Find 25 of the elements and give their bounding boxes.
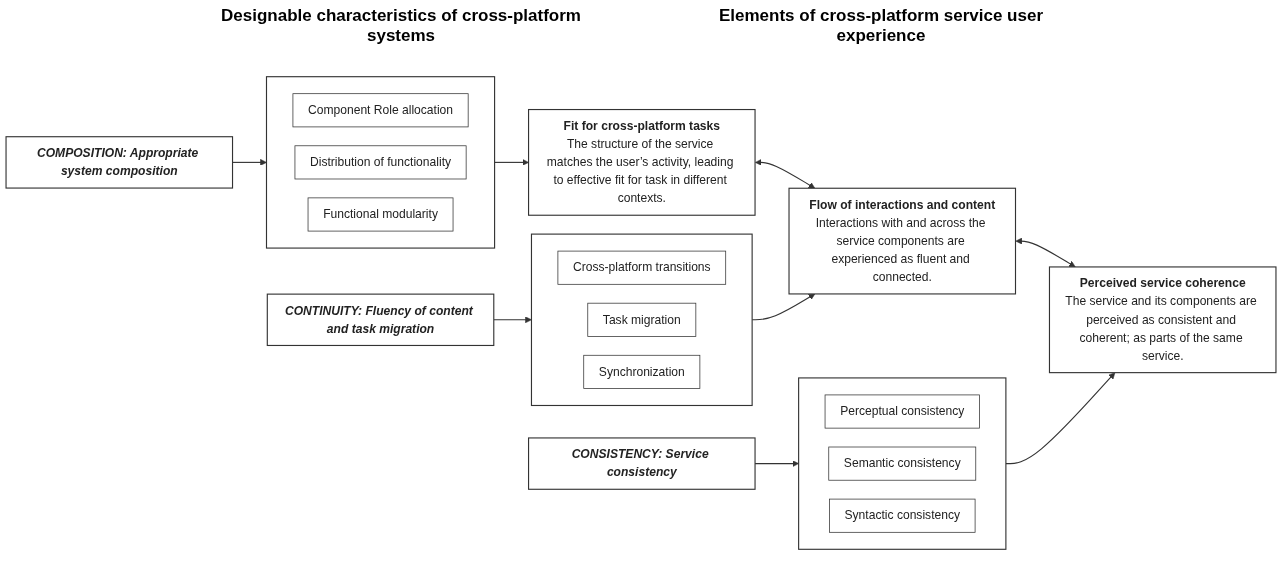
node-box: Synchronization (583, 354, 701, 389)
node-box: Task migration (587, 302, 697, 337)
node-box: COMPOSITION: Appropriate system composition (5, 136, 234, 189)
node-box: CONTINUITY: Fluency of content and task migration (266, 293, 495, 347)
node-box: Perceived service coherence The service and its components are perceived as consistent and coherent; as parts of the same service. (1048, 266, 1277, 374)
arrow (493, 316, 532, 324)
node-box: Distribution of functionality (294, 145, 467, 180)
cluster (265, 76, 496, 249)
cluster (530, 233, 753, 407)
node-box: Functional modularity (307, 197, 454, 232)
node-box: Syntactic consistency (829, 498, 976, 533)
node-box: CONSISTENCY: Service consistency (528, 437, 756, 490)
node-box: Perceptual consistency (824, 394, 980, 429)
arrow (1015, 237, 1076, 268)
arrow (494, 159, 529, 166)
column-heading: Designable characteristics of cross-platform systems (221, 6, 581, 46)
node-box: Component Role allocation (292, 93, 469, 128)
column-heading: Elements of cross-platform service user experience (717, 6, 1045, 46)
cluster (798, 377, 1007, 550)
arrow (755, 159, 816, 189)
node-box: Fit for cross-platform tasks The structure of the service matches the user’s activity, leading to effective fit for task in different contexts. (528, 108, 756, 216)
arrow (1005, 372, 1116, 465)
node-box: Flow of interactions and content Interactions with and across the service components are experienced as fluent and connected. (788, 187, 1017, 295)
node-box: Cross-platform transitions (557, 250, 727, 285)
node-box: Semantic consistency (828, 446, 977, 481)
